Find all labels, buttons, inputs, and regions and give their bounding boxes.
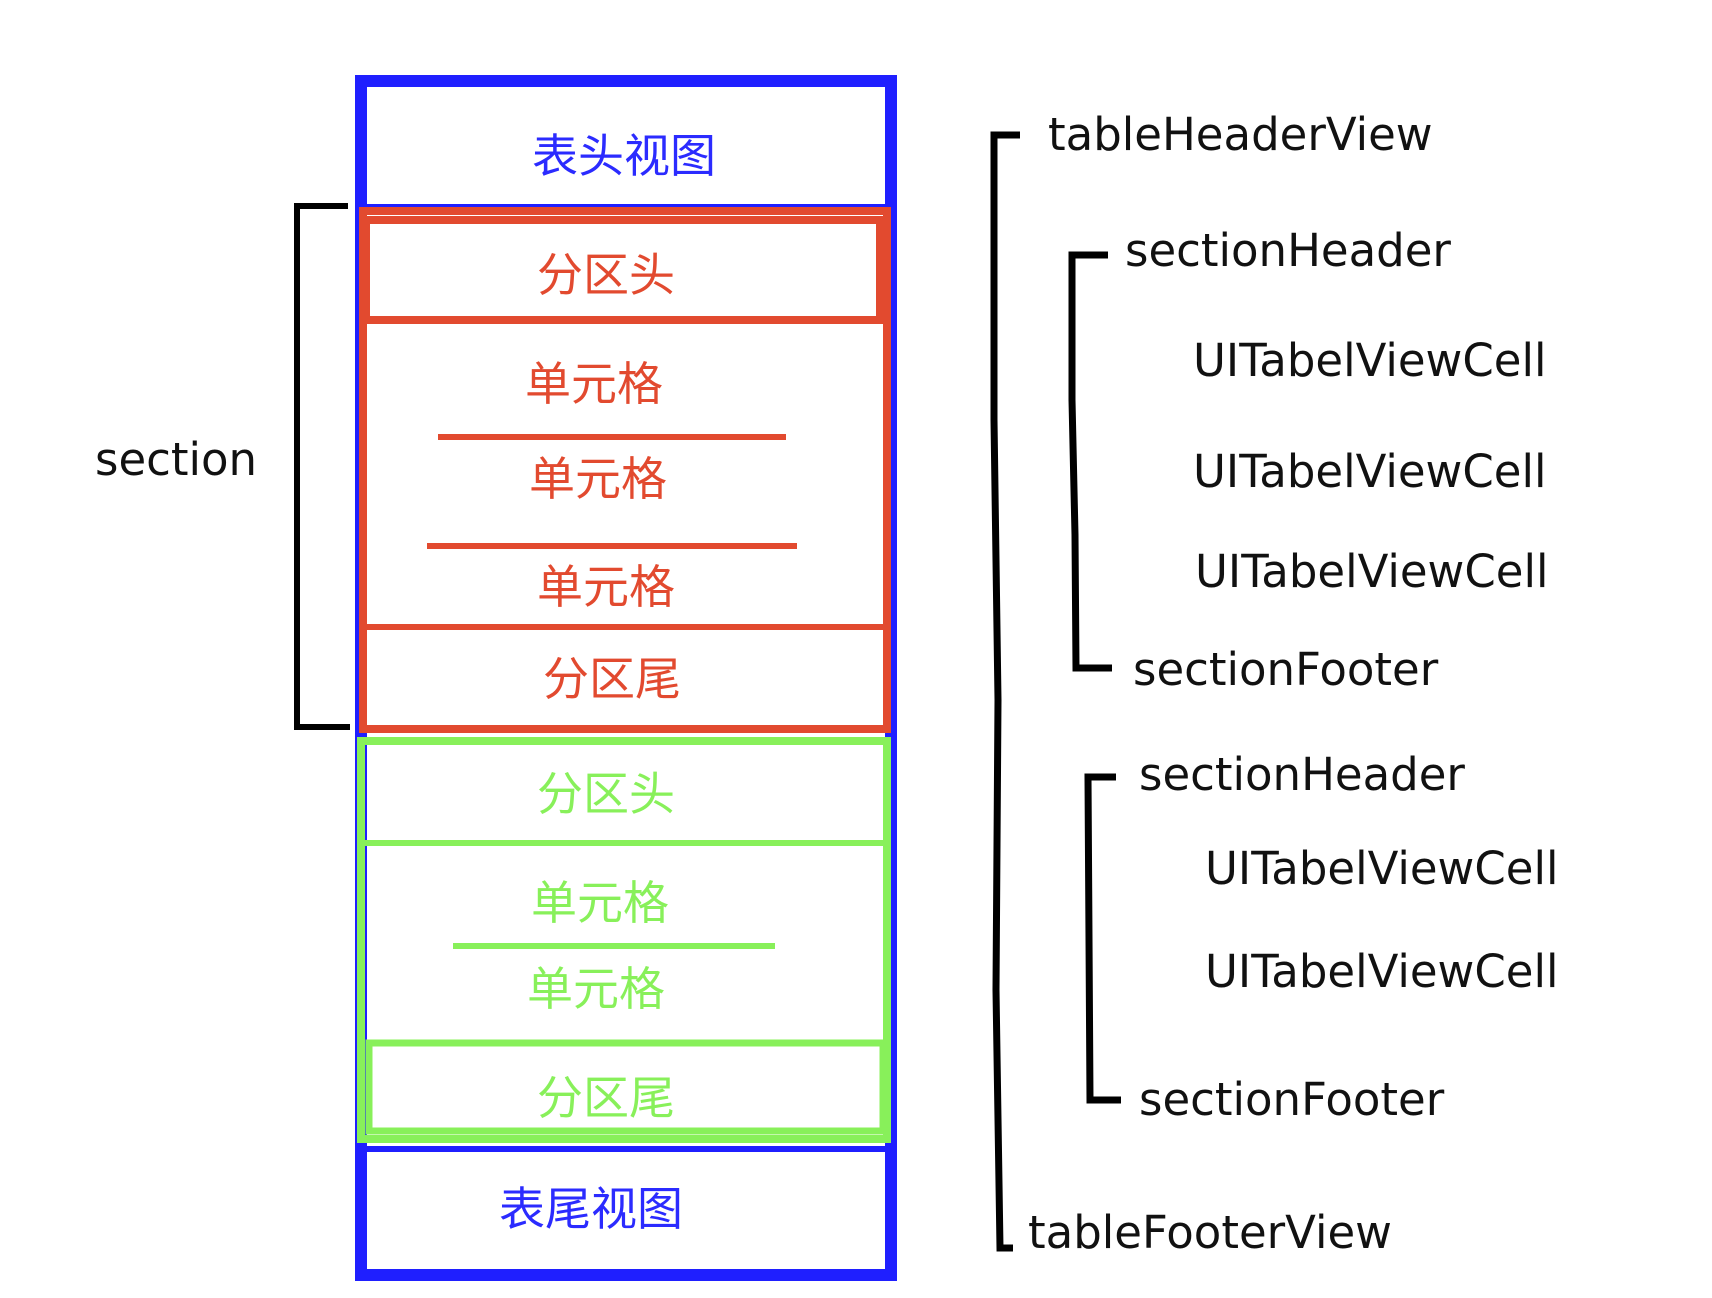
- group2-cell-1-label: UITabelViewCell: [1205, 842, 1559, 895]
- table-footer-label: 表尾视图: [499, 1182, 683, 1236]
- section-bracket-label: section: [95, 433, 258, 486]
- table-bracket: [990, 131, 1020, 1252]
- table-header-view-label: tableHeaderView: [1048, 108, 1433, 161]
- group1-cell-3-label: UITabelViewCell: [1195, 545, 1549, 598]
- table-footer-view-label: tableFooterView: [1028, 1206, 1392, 1259]
- section2-cell-1-label: 单元格: [531, 876, 669, 930]
- group2-cell-2-label: UITabelViewCell: [1205, 945, 1559, 998]
- group2-section-header-label: sectionHeader: [1139, 748, 1465, 801]
- section2-header-label: 分区头: [537, 767, 675, 821]
- section1-cell-3-label: 单元格: [537, 560, 675, 614]
- group1-section-header-label: sectionHeader: [1125, 224, 1451, 277]
- section2-footer-label: 分区尾: [537, 1071, 675, 1125]
- section1-cell-2-label: 单元格: [529, 452, 667, 506]
- group1-cell-2-label: UITabelViewCell: [1193, 445, 1547, 498]
- section1-cell-1-label: 单元格: [525, 357, 663, 411]
- group1-cell-1-label: UITabelViewCell: [1193, 334, 1547, 387]
- section2-cell-2-label: 单元格: [527, 962, 665, 1016]
- group1-bracket: [1068, 251, 1112, 672]
- section1-header-label: 分区头: [537, 248, 675, 302]
- section1-footer-label: 分区尾: [543, 652, 681, 706]
- section-bracket: [294, 203, 350, 730]
- group1-section-footer-label: sectionFooter: [1133, 643, 1439, 696]
- table-header-label: 表头视图: [532, 129, 716, 183]
- group2-section-footer-label: sectionFooter: [1139, 1073, 1445, 1126]
- group2-bracket: [1084, 773, 1121, 1104]
